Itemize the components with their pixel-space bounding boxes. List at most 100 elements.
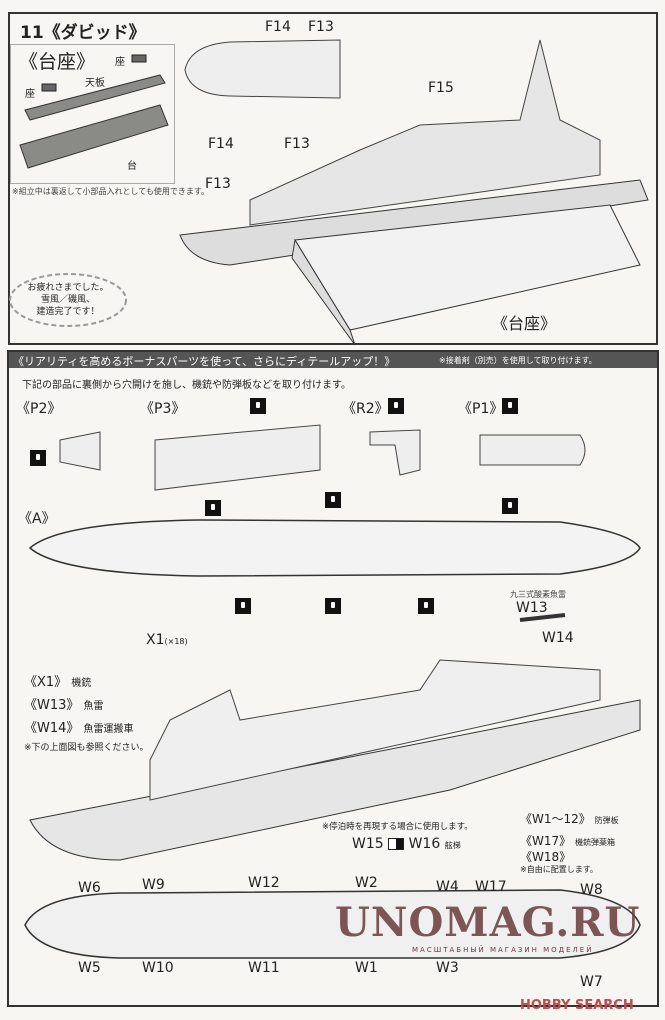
- bonus-frame: [7, 350, 659, 1007]
- label-p2: 《P2》: [16, 401, 62, 417]
- ship-superstructure: [249, 39, 601, 226]
- x1-count: (×18): [164, 637, 188, 646]
- plan-label: W10: [142, 960, 174, 976]
- legend-code: 《W1〜12》: [520, 812, 591, 826]
- label-f13-side: F13: [284, 136, 310, 152]
- plan-label: W3: [436, 960, 459, 976]
- label-w16: W16: [408, 836, 441, 852]
- drill-mark-icon: [250, 398, 266, 414]
- legend-item: 《W14》 魚雷運搬車: [24, 718, 134, 741]
- drill-mark-icon: [325, 598, 341, 614]
- ladder-note: ※停泊時を再現する場合に使用します。: [322, 822, 473, 832]
- legend-item: 《W13》 魚雷: [24, 695, 134, 718]
- drill-mark-icon: [205, 500, 221, 516]
- bonus-header-title: 《リアリティを高めるボーナスパーツを使って、さらにディテールアップ！》: [13, 355, 396, 368]
- display-stand-side: [291, 238, 356, 346]
- label-r2: 《R2》: [342, 401, 389, 417]
- plan-label: W12: [248, 875, 280, 891]
- label-w14: W14: [542, 630, 574, 646]
- legend-code: 《W14》: [24, 721, 80, 736]
- completion-bubble: お疲れさまでした。 雪風／磯風、 建造完了です！: [20, 282, 116, 318]
- bubble-outline: [9, 273, 127, 327]
- drill-mark-icon: [502, 398, 518, 414]
- legend-item: 《W1〜12》 防弾板: [520, 812, 619, 828]
- drill-mark-icon: [325, 492, 341, 508]
- ladder-name: 舷梯: [444, 841, 461, 850]
- label-f13-top: F13: [308, 19, 334, 35]
- legend-name: 魚雷運搬車: [83, 724, 134, 735]
- legend-note: ※下の上面図も参照ください。: [24, 743, 149, 753]
- right-note: ※自由に配置します。: [520, 865, 598, 874]
- bonus-instruction: 下記の部品に裏側から穴開けを施し、機銃や防弾板などを取り付けます。: [22, 380, 351, 391]
- label-f14-top: F14: [265, 19, 291, 35]
- base-part: [19, 104, 169, 169]
- ship-superstructure-bonus: [149, 659, 601, 801]
- watermark-sub: МАСШТАБНЫЙ МАГАЗИН МОДЕЛЕЙ: [412, 946, 594, 954]
- label-w15: W15: [352, 836, 384, 852]
- plan-label: W17: [475, 879, 507, 895]
- seat-part: [131, 54, 147, 63]
- hull-part-a: [28, 519, 641, 577]
- label-seat-right: 座: [115, 57, 125, 68]
- drill-mark-icon: [30, 450, 46, 466]
- label-f14-side: F14: [208, 136, 234, 152]
- stand-box: 《台座》 座 天板 座 台: [10, 44, 175, 184]
- deck-top-view: [184, 39, 341, 99]
- top-plate-part: [24, 74, 166, 121]
- legend-name: 機銃弾薬箱: [574, 838, 615, 847]
- label-f13-lower: F13: [205, 176, 231, 192]
- stand-label: 《台座》: [492, 314, 557, 333]
- ship-side-view-bonus: [29, 699, 641, 861]
- label-top-plate: 天板: [85, 78, 105, 89]
- part-p3: [154, 424, 321, 491]
- label-seat-left: 座: [25, 89, 35, 100]
- bonus-header-note: ※接着剤（別売）を使用して取り付けます。: [439, 356, 597, 365]
- drill-mark-icon: [235, 598, 251, 614]
- legend-item: 《W18》: [520, 850, 619, 864]
- plan-label: W1: [355, 960, 378, 976]
- label-p3: 《P3》: [140, 401, 186, 417]
- drill-mark-icon: [418, 598, 434, 614]
- torpedo-part: [519, 613, 566, 622]
- label-x1: X1(×18): [146, 632, 188, 648]
- plan-label: W7: [580, 974, 603, 990]
- stand-note: ※組立中は裏返して小部品入れとしても使用できます。: [12, 187, 210, 196]
- plan-label: W11: [248, 960, 280, 976]
- w13-caption: 九三式酸素魚雷: [510, 590, 566, 599]
- plan-label: W2: [355, 875, 378, 891]
- label-base: 台: [127, 161, 137, 172]
- stand-box-title: 《台座》: [19, 51, 96, 73]
- label-f15: F15: [428, 80, 454, 96]
- seat-part: [41, 83, 57, 92]
- plan-label: W5: [78, 960, 101, 976]
- label-a: 《A》: [18, 511, 56, 527]
- hobby-search-logo: HOBBY SEARCH: [520, 998, 634, 1013]
- bonus-header-bar: 《リアリティを高めるボーナスパーツを使って、さらにディテールアップ！》 ※接着剤…: [9, 352, 657, 368]
- legend-item: 《X1》 機銃: [24, 672, 134, 695]
- plan-label: W8: [580, 882, 603, 898]
- part-p1: [479, 434, 586, 466]
- w15-w16-marker-icon: [388, 838, 405, 850]
- legend-name: 魚雷: [83, 701, 104, 712]
- step11-frame: [8, 12, 658, 345]
- legend-code: 《W18》: [520, 850, 572, 864]
- legend-name: 機銃: [71, 678, 92, 689]
- plan-label: W4: [436, 879, 459, 895]
- plan-label: W6: [78, 880, 101, 896]
- drill-mark-icon: [502, 498, 518, 514]
- legend-item: 《W17》 機銃弾薬箱: [520, 834, 619, 850]
- right-legend: 《W1〜12》 防弾板 《W17》 機銃弾薬箱 《W18》 ※自由に配置します。: [520, 812, 619, 875]
- step11-title: 11《ダビッド》: [20, 23, 146, 43]
- part-r2: [369, 429, 421, 476]
- plan-view: [24, 889, 641, 959]
- drill-mark-icon: [388, 398, 404, 414]
- watermark: UNOMAG.RU: [335, 899, 641, 946]
- plan-label: W9: [142, 877, 165, 893]
- label-p1: 《P1》: [458, 401, 504, 417]
- legend-code: 《W17》: [520, 834, 572, 848]
- legend-name: 防弾板: [594, 816, 619, 825]
- bubble-line: お疲れさまでした。: [27, 283, 109, 293]
- bubble-line: 建造完了です！: [36, 307, 100, 317]
- legend-code: 《W13》: [24, 698, 80, 713]
